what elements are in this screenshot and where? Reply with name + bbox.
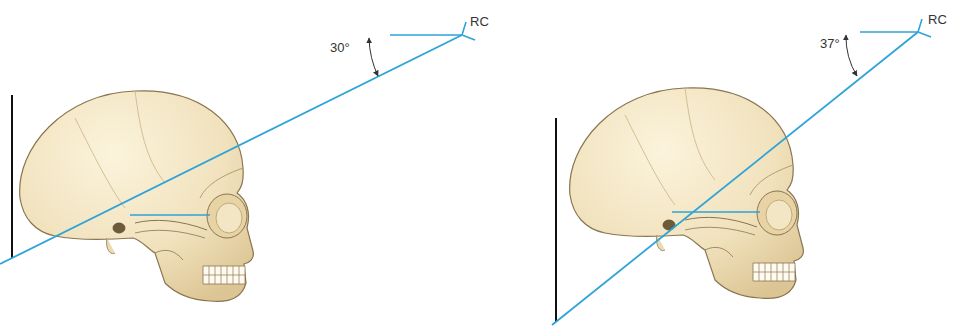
angle-label: 30°: [330, 40, 350, 55]
central-ray: [0, 35, 462, 264]
central-ray: [552, 32, 918, 325]
horizontal-reference: [860, 31, 918, 32]
horizontal-reference: [390, 34, 462, 35]
angle-arc: [846, 35, 857, 76]
image-receptor: [555, 118, 557, 322]
angle-arc: [369, 38, 378, 76]
baseline: [672, 211, 760, 213]
angle-label: 37°: [820, 36, 840, 51]
ray-label: RC: [470, 14, 489, 29]
baseline: [130, 214, 210, 216]
skull: [570, 88, 804, 299]
image-receptor: [11, 95, 13, 258]
ray-label: RC: [928, 12, 947, 27]
